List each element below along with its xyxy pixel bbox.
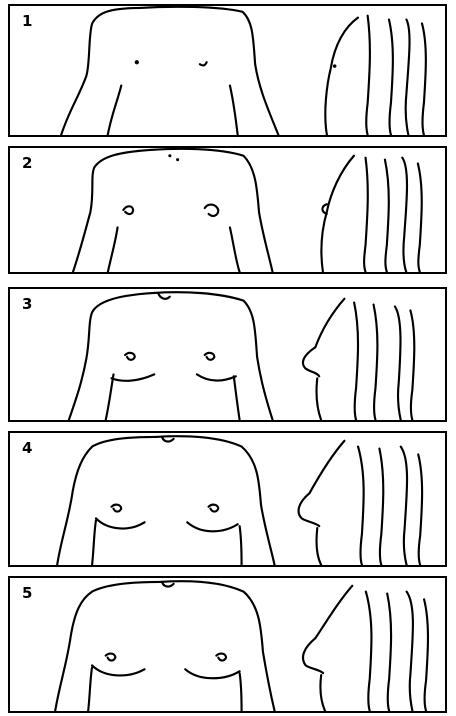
- stage-illustration: [10, 289, 445, 420]
- side-view: [325, 16, 426, 135]
- stage-number: 4: [22, 441, 32, 456]
- front-view: [69, 292, 273, 420]
- stage-panel-3: 3: [8, 287, 447, 422]
- stage-panel-5: 5: [8, 576, 447, 713]
- side-view: [321, 156, 421, 272]
- side-view: [303, 586, 428, 711]
- stage-number: 1: [22, 14, 32, 29]
- stage-illustration: [10, 433, 445, 565]
- stage-panel-2: 2: [8, 146, 447, 274]
- side-view: [299, 441, 423, 565]
- front-view: [57, 436, 274, 565]
- stage-number: 2: [22, 156, 32, 171]
- stage-panel-1: 1: [8, 4, 447, 137]
- stage-illustration: [10, 578, 445, 711]
- stage-number: 3: [22, 297, 32, 312]
- side-view: [303, 299, 414, 420]
- stage-illustration: [10, 6, 445, 135]
- stage-panel-4: 4: [8, 431, 447, 567]
- front-view: [61, 7, 278, 135]
- front-view: [55, 581, 274, 711]
- stage-number: 5: [22, 586, 32, 601]
- front-view: [73, 149, 273, 272]
- stage-illustration: [10, 148, 445, 272]
